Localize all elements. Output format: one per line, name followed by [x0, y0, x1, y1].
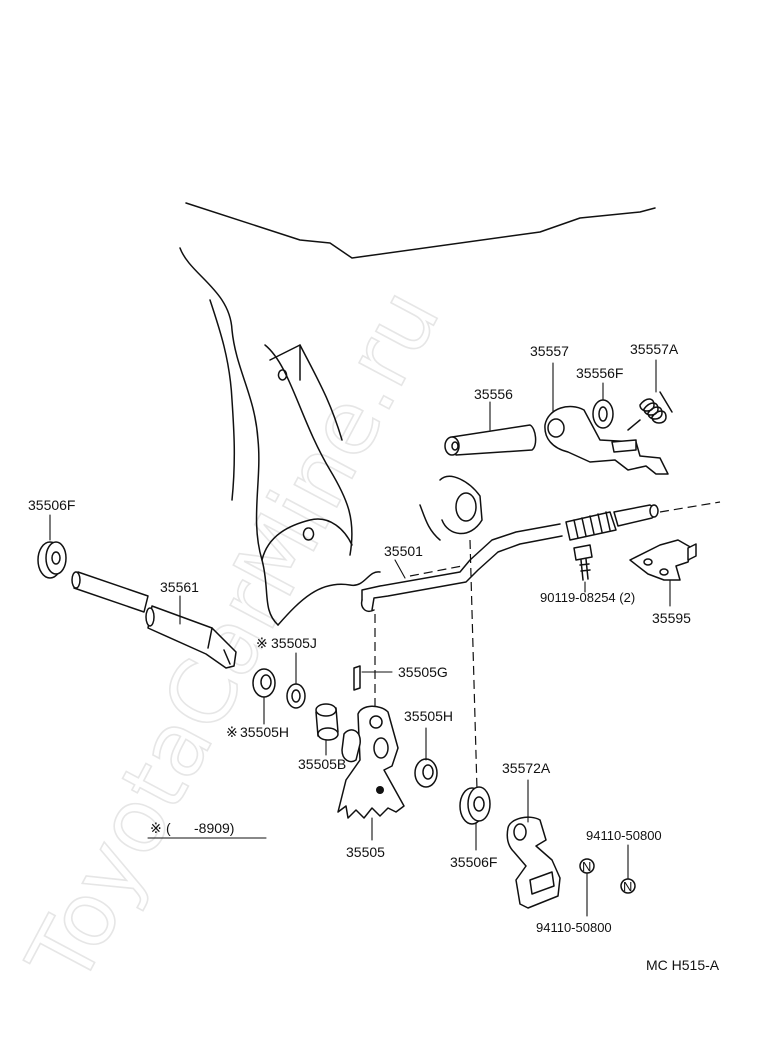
- shaft-35561-drawing: [71, 571, 237, 669]
- asterisk-35505H: ※: [226, 724, 238, 740]
- label-35556: 35556: [474, 386, 513, 402]
- label-35505B: 35505B: [298, 756, 346, 772]
- nut-letter: N: [623, 879, 632, 894]
- label-35505H-right: 35505H: [404, 708, 453, 724]
- lever-35572A-drawing: [506, 779, 561, 909]
- watermark-text: ToyotaCarMine.ru: [7, 273, 459, 1001]
- transmission-housing: [179, 202, 656, 626]
- seal-35506F-bottom-drawing: [459, 786, 491, 851]
- bolt-90119-drawing: [573, 544, 593, 593]
- alignment-lines: [374, 501, 721, 791]
- nut-94110-top-drawing: N: [620, 844, 636, 894]
- rod-35501-drawing: [360, 504, 659, 612]
- label-35557: 35557: [530, 343, 569, 359]
- label-90119: 90119-08254 (2): [540, 590, 635, 605]
- pin-35505G-drawing: [353, 665, 393, 691]
- plate-35505-drawing: [337, 705, 405, 841]
- lever-35557-drawing: [544, 362, 669, 475]
- label-35572A: 35572A: [502, 760, 551, 776]
- bushing-35505B-drawing: [315, 703, 339, 756]
- label-35595: 35595: [652, 610, 691, 626]
- label-94110-top: 94110-50800: [586, 828, 662, 843]
- nut-letter: N: [582, 859, 591, 874]
- diagram-code: MC H515-A: [646, 957, 720, 973]
- clip-35505J-drawing: [286, 652, 306, 709]
- washer-35505H-left-drawing: [252, 668, 276, 725]
- label-35561: 35561: [160, 579, 199, 595]
- note-asterisk: ※: [150, 820, 162, 836]
- label-35557A: 35557A: [630, 341, 679, 357]
- label-35505: 35505: [346, 844, 385, 860]
- pin-35556-drawing: [444, 401, 537, 456]
- spring-35557A-drawing: [627, 359, 673, 431]
- label-35501: 35501: [384, 543, 423, 559]
- note-range: ( -8909): [166, 820, 234, 836]
- label-35506F-bottom: 35506F: [450, 854, 497, 870]
- washer-35556F-drawing: [592, 382, 614, 429]
- label-35556F: 35556F: [576, 365, 623, 381]
- washer-35505H-right-drawing: [414, 727, 438, 788]
- asterisk-35505J: ※: [256, 635, 268, 651]
- label-35505G: 35505G: [398, 664, 448, 680]
- label-35506F-top: 35506F: [28, 497, 75, 513]
- label-35505H-left: 35505H: [240, 724, 289, 740]
- nut-94110-bottom-drawing: N: [579, 858, 595, 917]
- bracket-35595-drawing: [629, 539, 697, 607]
- label-94110-bottom: 94110-50800: [536, 920, 612, 935]
- seal-35506F-top-drawing: [37, 514, 67, 579]
- label-35505J: 35505J: [271, 635, 317, 651]
